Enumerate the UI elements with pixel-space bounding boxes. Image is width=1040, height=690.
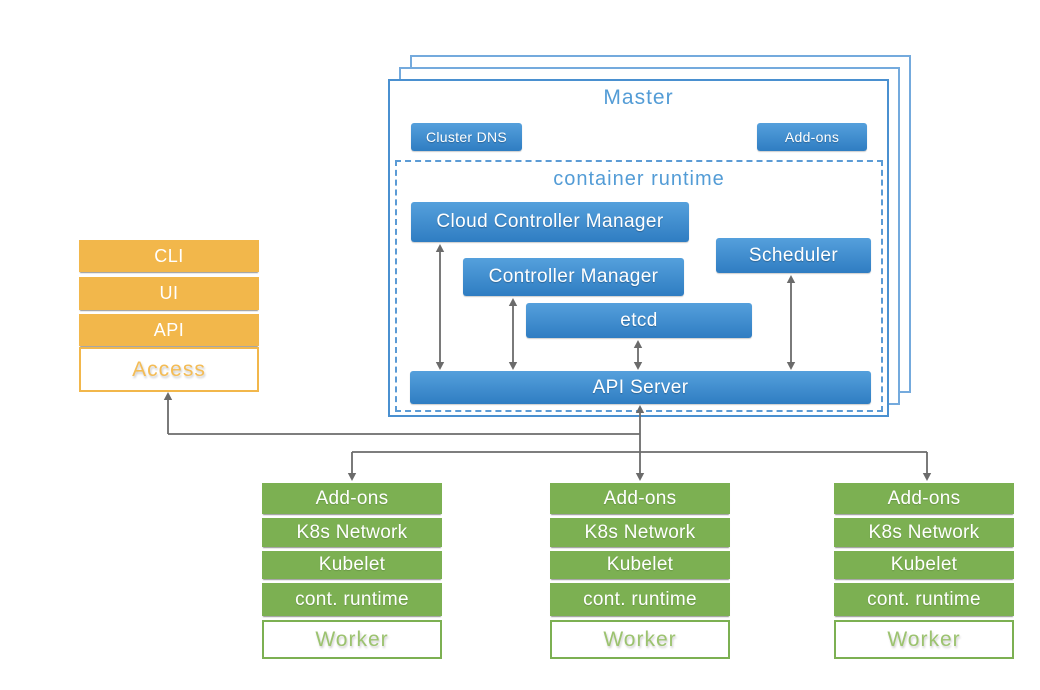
arrowhead-into-worker3: [922, 473, 932, 481]
worker3-k8s-network-label: K8s Network: [868, 521, 980, 543]
access-row-ui: UI: [79, 277, 259, 310]
worker3-addons-label: Add-ons: [887, 487, 961, 509]
worker-stack-3: Add-ons K8s Network Kubelet cont. runtim…: [834, 483, 1014, 659]
access-box: Access: [79, 347, 259, 392]
api-server-label: API Server: [592, 376, 689, 398]
scheduler-box: Scheduler: [716, 238, 871, 273]
master-title: Master: [603, 86, 674, 109]
worker3-kubelet-row: Kubelet: [834, 551, 1014, 579]
access-row-api: API: [79, 314, 259, 346]
master-addons-label: Add-ons: [784, 129, 840, 145]
worker1-kubelet-label: Kubelet: [318, 554, 386, 575]
worker3-label: Worker: [887, 627, 961, 651]
etcd-label: etcd: [620, 309, 658, 331]
worker3-cont-runtime-label: cont. runtime: [867, 588, 981, 610]
worker2-addons-label: Add-ons: [603, 487, 677, 509]
worker1-k8s-network-label: K8s Network: [296, 521, 408, 543]
worker2-k8s-network-label: K8s Network: [584, 521, 696, 543]
worker3-kubelet-label: Kubelet: [890, 554, 958, 575]
worker1-addons-label: Add-ons: [315, 487, 389, 509]
worker2-cont-runtime-row: cont. runtime: [550, 583, 730, 616]
cluster-dns-box: Cluster DNS: [411, 123, 522, 151]
worker3-cont-runtime-row: cont. runtime: [834, 583, 1014, 616]
worker2-box: Worker: [550, 620, 730, 659]
worker-stack-2: Add-ons K8s Network Kubelet cont. runtim…: [550, 483, 730, 659]
arrowhead-into-worker1: [347, 473, 357, 481]
worker3-addons-row: Add-ons: [834, 483, 1014, 514]
controller-manager-box: Controller Manager: [463, 258, 684, 296]
worker2-k8s-network-row: K8s Network: [550, 518, 730, 547]
access-label: Access: [132, 357, 206, 381]
container-runtime-title: container runtime: [553, 168, 725, 190]
scheduler-label: Scheduler: [748, 244, 839, 266]
cluster-dns-label: Cluster DNS: [425, 129, 508, 145]
access-row-cli: CLI: [79, 240, 259, 272]
cloud-controller-manager-box: Cloud Controller Manager: [411, 202, 689, 242]
arrowhead-into-access: [163, 392, 173, 400]
cli-label: CLI: [154, 245, 184, 266]
controller-manager-label: Controller Manager: [488, 266, 659, 287]
worker-stack-1: Add-ons K8s Network Kubelet cont. runtim…: [262, 483, 442, 659]
worker1-kubelet-row: Kubelet: [262, 551, 442, 579]
worker2-label: Worker: [603, 627, 677, 651]
worker1-k8s-network-row: K8s Network: [262, 518, 442, 547]
arrowhead-into-worker2: [635, 473, 645, 481]
worker1-cont-runtime-row: cont. runtime: [262, 583, 442, 616]
worker1-cont-runtime-label: cont. runtime: [295, 588, 409, 610]
master-addons-box: Add-ons: [757, 123, 867, 151]
ui-label: UI: [159, 283, 179, 303]
worker2-addons-row: Add-ons: [550, 483, 730, 514]
cloud-controller-manager-label: Cloud Controller Manager: [436, 211, 664, 232]
worker2-kubelet-row: Kubelet: [550, 551, 730, 579]
worker1-box: Worker: [262, 620, 442, 659]
worker1-addons-row: Add-ons: [262, 483, 442, 514]
worker3-k8s-network-row: K8s Network: [834, 518, 1014, 547]
api-label: API: [153, 319, 185, 340]
worker2-kubelet-label: Kubelet: [606, 554, 674, 575]
worker2-cont-runtime-label: cont. runtime: [583, 588, 697, 610]
worker3-box: Worker: [834, 620, 1014, 659]
etcd-box: etcd: [526, 303, 752, 338]
api-server-box: API Server: [410, 371, 871, 404]
worker1-label: Worker: [315, 627, 389, 651]
